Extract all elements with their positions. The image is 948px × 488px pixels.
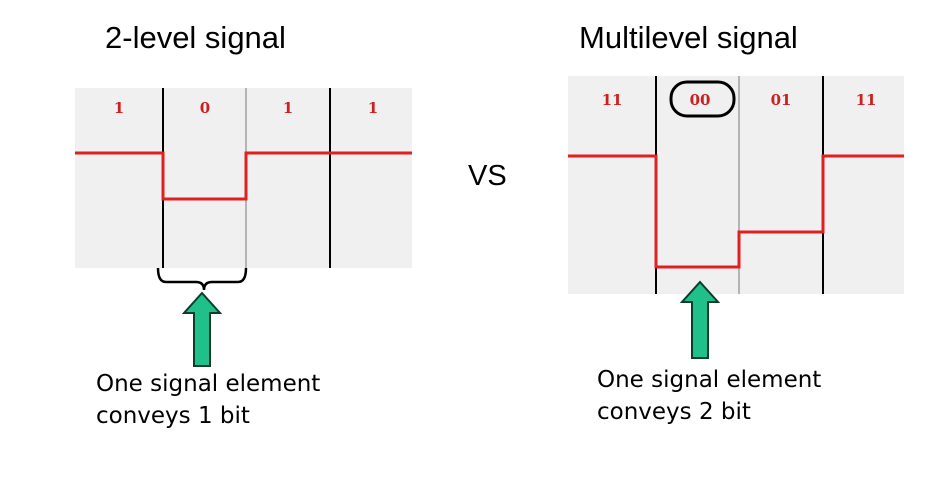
right-symbol-label-1: 11 [602,91,623,109]
left-bit-label-4: 1 [368,99,378,117]
right-symbol-label-2: 00 [690,91,711,109]
multilevel-caption-line-2: conveys 2 bit [597,399,751,425]
two-level-caption: One signal element conveys 1 bit [96,368,320,432]
multilevel-caption-line-1: One signal element [597,367,822,393]
two-level-panel-background [75,88,412,268]
two-level-caption-line-2: conveys 1 bit [96,403,250,429]
highlight-ring [669,80,736,118]
left-bit-label-3: 1 [283,99,293,117]
up-arrow-icon [181,291,223,367]
multilevel-caption: One signal element conveys 2 bit [597,364,821,428]
up-arrow-icon [679,280,721,359]
vs-label: VS [468,160,507,192]
multilevel-panel-background [568,76,904,294]
multilevel-title: Multilevel signal [579,20,798,55]
right-symbol-label-3: 01 [771,91,792,109]
curly-brace-icon [156,267,248,291]
left-bit-label-1: 1 [114,99,124,117]
left-bit-label-2: 0 [200,99,210,117]
two-level-title: 2-level signal [105,20,286,55]
multilevel-signal-line [568,154,904,269]
two-level-signal-line [75,151,412,201]
two-level-caption-line-1: One signal element [96,371,321,397]
right-symbol-label-4: 11 [856,91,877,109]
